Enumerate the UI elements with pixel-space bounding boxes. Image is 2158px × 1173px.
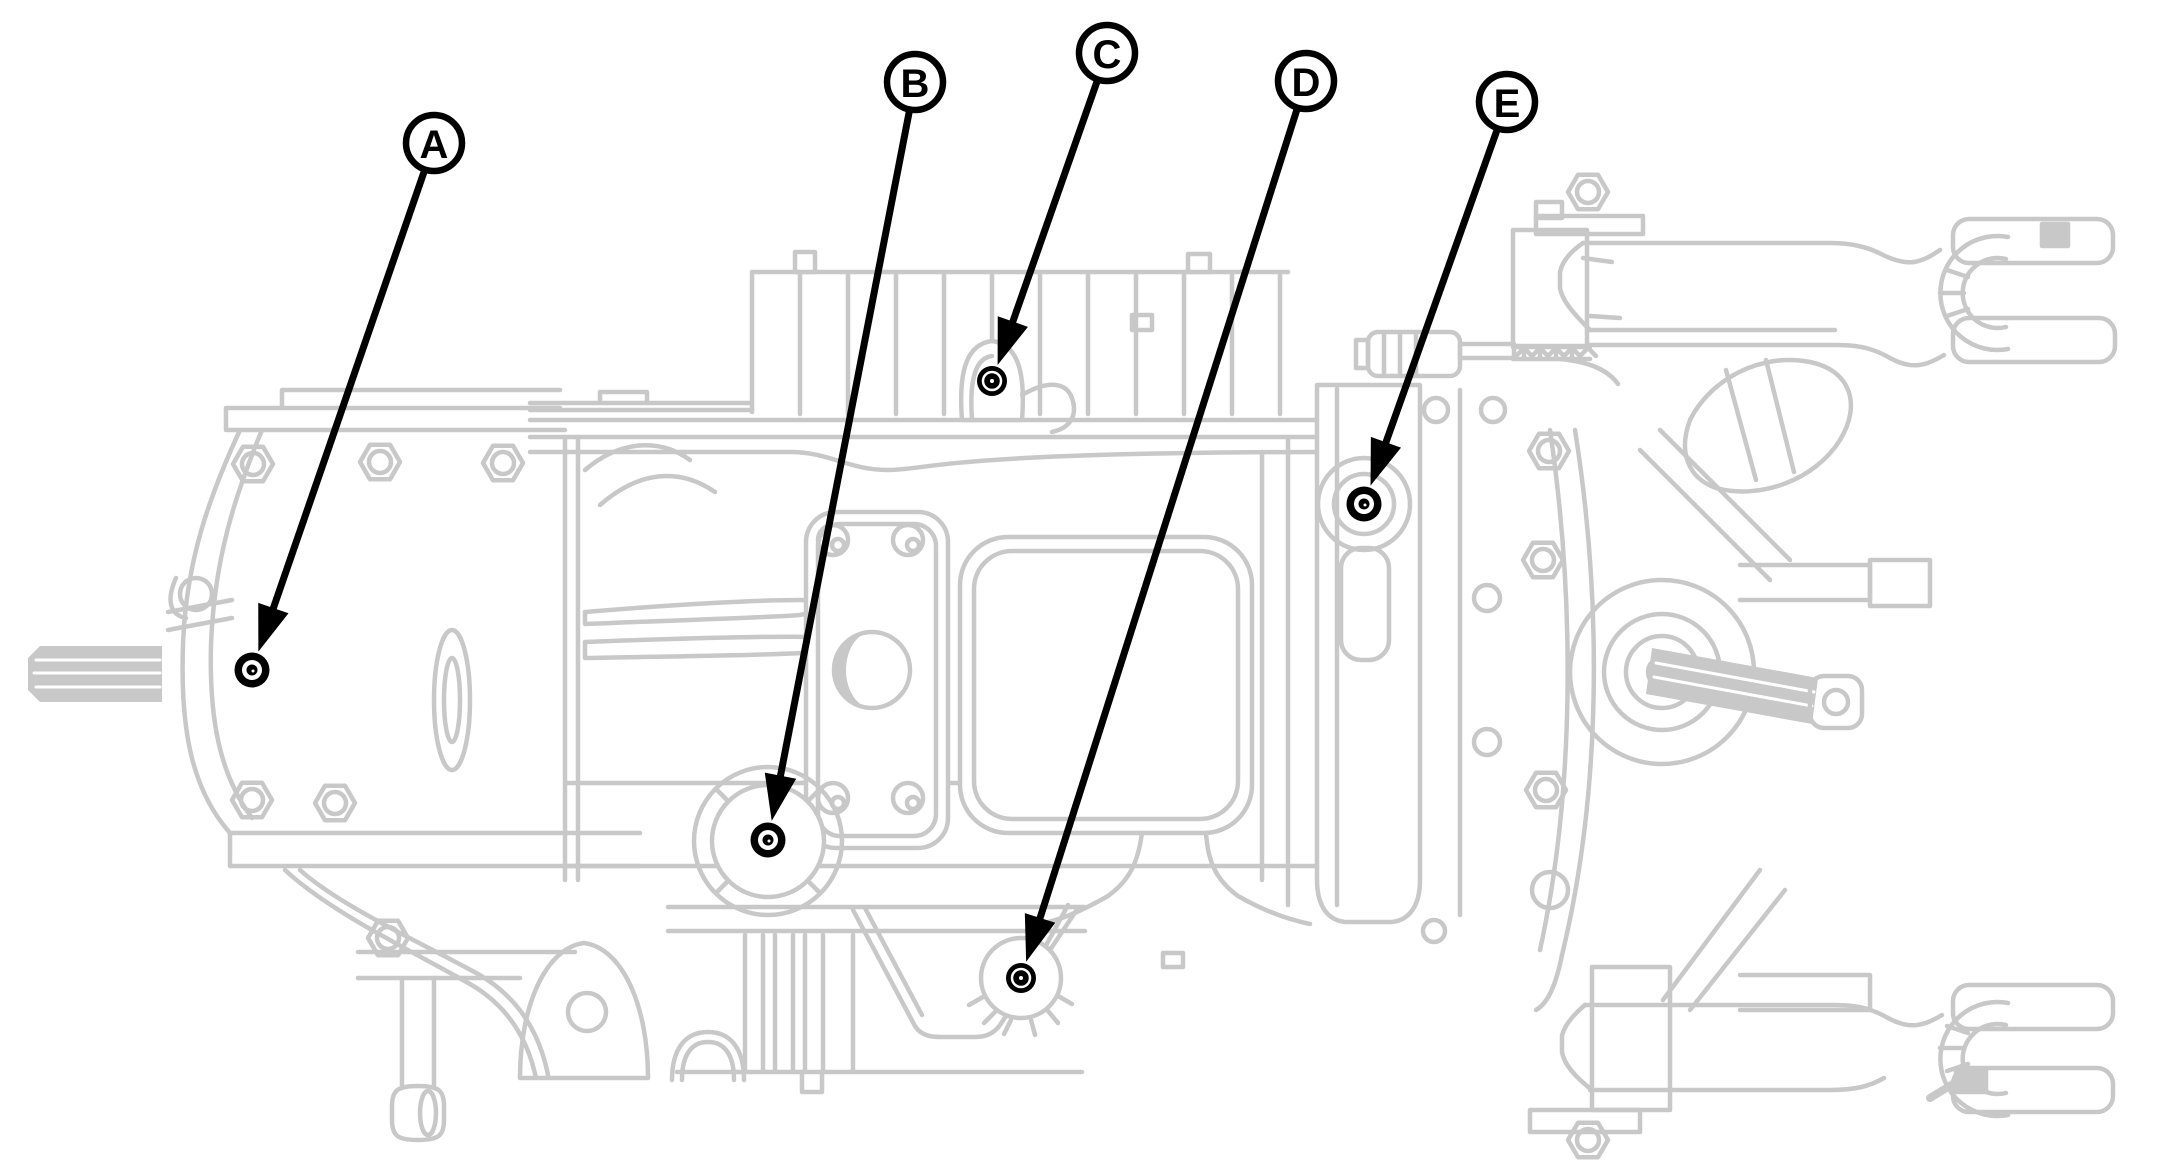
callout-letter-B: B — [901, 62, 930, 106]
callout-letter-E: E — [1494, 82, 1521, 126]
callout-layer: A B C D E — [234, 21, 1539, 993]
callout-letter-C: C — [1093, 33, 1122, 77]
input-shaft — [28, 646, 162, 702]
leader-line-A — [267, 168, 429, 617]
cooling-fins — [527, 249, 1333, 423]
rear-axle-housing — [1510, 175, 1933, 1158]
callout-circle-C — [1075, 21, 1139, 85]
leader-line-E — [1379, 127, 1501, 451]
callout-D: D — [1006, 49, 1338, 993]
pto-shaft — [1646, 648, 1865, 731]
arrowhead-B — [764, 772, 797, 821]
plug-marker-A — [234, 652, 270, 688]
arrowhead-E — [1370, 436, 1402, 486]
clutch-housing — [165, 387, 718, 883]
callout-C: C — [977, 21, 1139, 396]
plug-marker-E — [1346, 486, 1382, 522]
plug-marker-B — [750, 822, 786, 858]
callout-circle-D — [1274, 49, 1338, 113]
callout-A: A — [234, 111, 466, 688]
hydraulic-fitting — [1353, 329, 1599, 379]
hydraulic-plate — [1314, 382, 1508, 945]
leader-line-D — [1034, 106, 1301, 927]
callout-circle-A — [402, 111, 466, 175]
cover-plate — [803, 509, 951, 851]
callout-letter-A: A — [420, 123, 449, 167]
upper-lift-arm — [1557, 216, 2118, 368]
front-support-bracket — [282, 867, 747, 1143]
lower-lift-arm — [1559, 982, 2116, 1119]
callout-circle-B — [883, 50, 947, 114]
arrowhead-C — [997, 316, 1028, 365]
arrowhead-D — [1024, 913, 1056, 962]
callout-circle-E — [1475, 70, 1539, 134]
plug-marker-C — [977, 366, 1007, 396]
arrowhead-A — [258, 602, 289, 652]
leader-line-B — [775, 108, 914, 785]
callout-E: E — [1346, 70, 1539, 522]
plug-marker-D — [1006, 963, 1036, 993]
callout-letter-D: D — [1292, 61, 1321, 105]
leader-line-C — [1006, 78, 1102, 331]
callout-B: B — [750, 50, 947, 858]
